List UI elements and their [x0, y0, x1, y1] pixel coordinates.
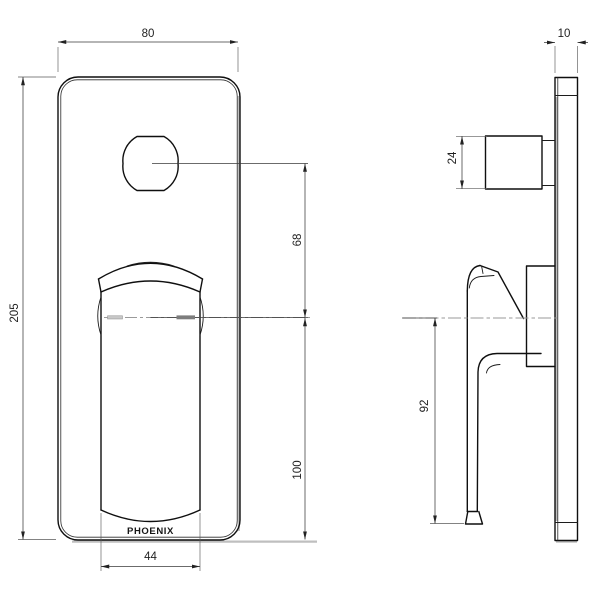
dim-handle-drop-label: 92 — [419, 400, 431, 413]
side-diverter-knob — [484, 135, 543, 190]
dim-handle-to-bottom: 100 — [292, 318, 307, 540]
dim-front-height: 205 — [9, 76, 56, 540]
handle-crown-sides — [97, 278, 204, 293]
dim-handle-width: 44 — [100, 513, 201, 571]
side-lever-facet — [481, 265, 484, 274]
side-lever-top-back — [479, 264, 525, 320]
handle-crown-inner-arc — [100, 280, 201, 293]
dim-plate-thickness: 10 — [544, 28, 588, 73]
brand-logo: PHOENIX — [127, 526, 174, 537]
side-lever-back-edge — [476, 352, 542, 513]
side-view — [403, 76, 579, 543]
handle-crown-outer-arc — [97, 262, 204, 280]
dim-handle-to-bottom-label: 100 — [292, 460, 304, 479]
dim-knob-to-handle: 68 — [292, 163, 307, 318]
side-lever-tip — [464, 510, 484, 525]
pivot-tick-right — [176, 315, 195, 320]
side-lever-top-corner — [466, 264, 481, 292]
side-knob-stem — [541, 140, 556, 186]
pivot-tick-left — [107, 315, 123, 320]
handle-pivot-bulge-right — [199, 296, 204, 336]
side-lever-inner-step — [468, 275, 495, 289]
dim-front-height-label: 205 — [9, 303, 21, 322]
side-lever-under-hub-line — [486, 364, 501, 374]
dim-handle-drop: 92 — [402, 317, 464, 524]
dim-knob-depth: 24 — [447, 135, 487, 190]
front-view: PHOENIX — [57, 76, 317, 543]
handle-pivot-bulge-left — [97, 296, 102, 336]
dim-front-width: 80 — [57, 28, 239, 72]
dim-plate-thickness-label: 10 — [558, 28, 571, 40]
handle-bottom-curve — [100, 509, 201, 523]
dim-handle-width-label: 44 — [144, 551, 157, 563]
front-plate-outer — [57, 76, 241, 541]
dim-knob-to-handle-label: 68 — [292, 234, 304, 247]
side-handle-hub — [525, 265, 556, 368]
front-diverter-knob — [122, 135, 179, 192]
dim-front-width-label: 80 — [142, 28, 155, 40]
dim-knob-depth-label: 24 — [447, 151, 459, 164]
handle-crown-notch — [126, 261, 175, 267]
side-plate — [554, 76, 579, 542]
front-plate-inner-edge — [60, 79, 238, 538]
